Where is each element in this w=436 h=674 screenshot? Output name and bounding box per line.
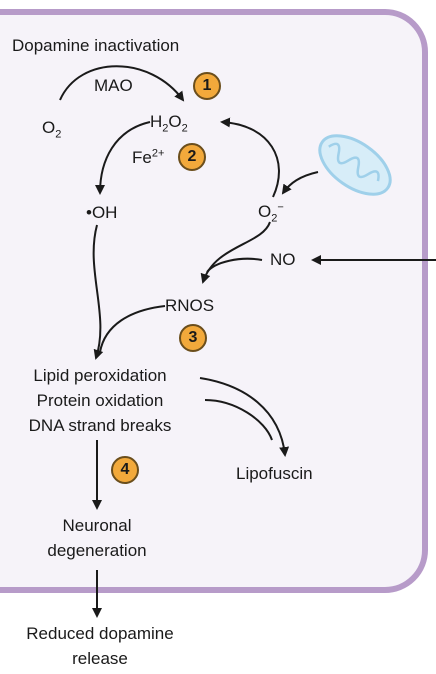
dna-strand-breaks-label: DNA strand breaks — [28, 416, 172, 435]
no-label: NO — [270, 250, 296, 269]
arrow-h2o2-to-oh — [95, 121, 151, 195]
o2-symbol: O — [42, 118, 56, 137]
step-badge-4: 4 — [111, 456, 139, 484]
superoxide-superscript: − — [277, 201, 284, 214]
arrow-no-merge — [206, 257, 263, 273]
o2-subscript: 2 — [55, 128, 62, 141]
h2o2-label: H2O2 — [150, 112, 188, 135]
o2-label: O2 — [42, 118, 62, 141]
arrow-damage-to-lipofuscin-2 — [204, 399, 273, 441]
arrow-rnos-to-damage — [99, 305, 166, 353]
superoxide-label: O2− — [258, 201, 284, 225]
step-badge-3: 3 — [179, 324, 207, 352]
protein-oxidation-label: Protein oxidation — [36, 391, 164, 410]
step-badge-2: 2 — [178, 143, 206, 171]
step-badge-1: 1 — [193, 72, 221, 100]
superoxide-symbol: O — [258, 202, 272, 221]
mitochondrion-icon — [318, 134, 392, 196]
fe-symbol: Fe — [132, 148, 152, 167]
arrow-o2-to-h2o2 — [59, 65, 185, 102]
h2o2-h: H — [150, 112, 163, 131]
mao-label: MAO — [94, 76, 133, 95]
lipofuscin-label: Lipofuscin — [236, 464, 313, 483]
lipid-peroxidation-label: Lipid peroxidation — [33, 366, 167, 385]
fe-label: Fe2+ — [132, 148, 164, 168]
arrow-oh-to-damage — [92, 224, 104, 360]
neuronal-degeneration-line1: Neuronal — [62, 516, 132, 535]
arrow-mitochondrion-to-superoxide — [281, 171, 319, 195]
reduced-dopamine-release-line1: Reduced dopamine — [26, 624, 174, 643]
arrow-damage-to-lipofuscin — [199, 377, 290, 457]
neuronal-degeneration-line2: degeneration — [47, 541, 147, 560]
fe-superscript: 2+ — [151, 147, 165, 160]
h2o2-sub1: 2 — [162, 122, 169, 135]
dopamine-inactivation-label: Dopamine inactivation — [12, 36, 180, 55]
h2o2-o: O — [168, 112, 182, 131]
reduced-dopamine-release-line2: release — [72, 649, 128, 668]
h2o2-sub2: 2 — [181, 122, 188, 135]
rnos-label: RNOS — [165, 296, 215, 315]
arrow-superoxide-to-h2o2 — [220, 117, 280, 198]
hydroxyl-radical-label: •OH — [86, 203, 118, 222]
superoxide-subscript: 2 — [271, 212, 278, 225]
